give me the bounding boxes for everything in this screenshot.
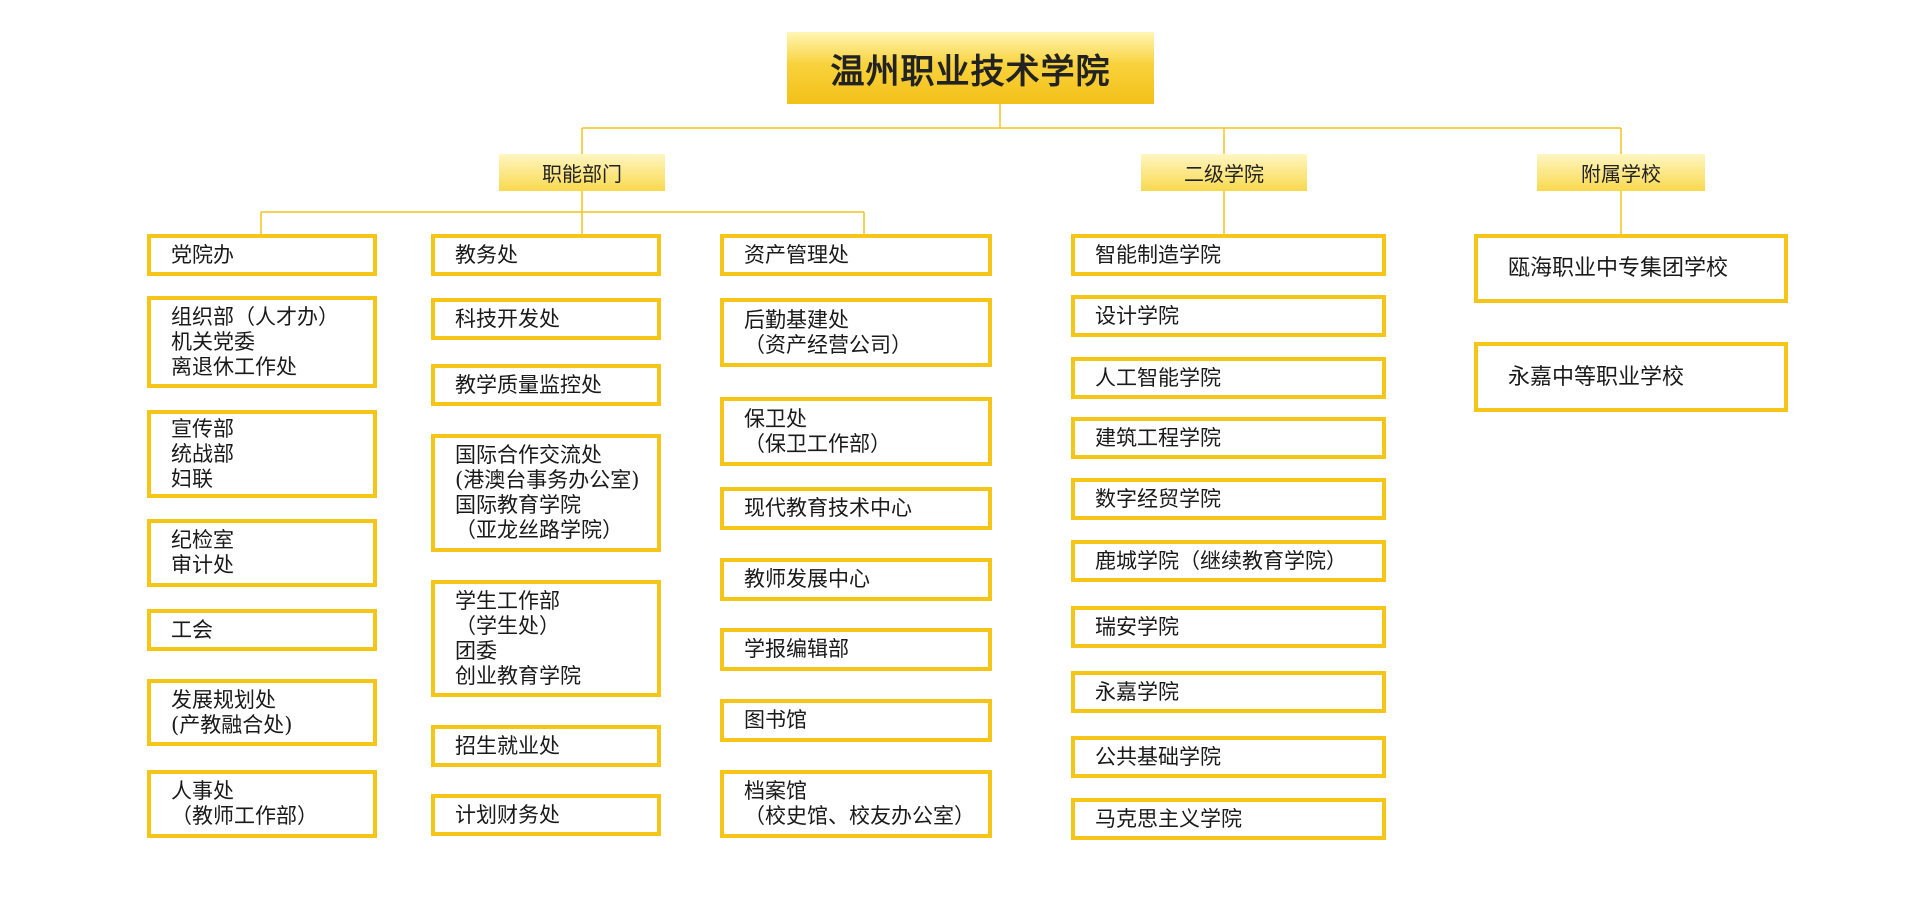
node-functional-col1: 工会 bbox=[147, 609, 377, 651]
node-label: 纪检室 审计处 bbox=[171, 528, 234, 577]
node-label: 宣传部 统战部 妇联 bbox=[171, 416, 234, 491]
node-secondary-college: 永嘉学院 bbox=[1071, 671, 1386, 713]
node-functional-col2: 教务处 bbox=[431, 234, 661, 276]
node-functional-col1: 发展规划处 (产教融合处) bbox=[147, 679, 377, 746]
node-label: 智能制造学院 bbox=[1095, 242, 1221, 267]
node-functional-col3: 保卫处 （保卫工作部） bbox=[720, 397, 992, 466]
node-label: 后勤基建处 （资产经营公司） bbox=[744, 307, 912, 357]
node-functional-col2: 教学质量监控处 bbox=[431, 364, 661, 406]
category-functional-departments: 职能部门 bbox=[499, 154, 665, 191]
node-label: 建筑工程学院 bbox=[1095, 425, 1221, 450]
node-functional-col2: 计划财务处 bbox=[431, 794, 661, 836]
node-label: 科技开发处 bbox=[455, 306, 560, 331]
node-label: 公共基础学院 bbox=[1095, 744, 1221, 769]
node-label: 瓯海职业中专集团学校 bbox=[1508, 256, 1729, 281]
node-label: 工会 bbox=[171, 617, 213, 642]
node-functional-col3: 现代教育技术中心 bbox=[720, 487, 992, 530]
node-functional-col1: 纪检室 审计处 bbox=[147, 519, 377, 587]
node-label: 永嘉学院 bbox=[1095, 679, 1179, 704]
node-functional-col3: 档案馆 （校史馆、校友办公室） bbox=[720, 770, 992, 838]
node-label: 学报编辑部 bbox=[744, 637, 849, 661]
category-secondary-colleges: 二级学院 bbox=[1141, 154, 1307, 191]
node-label: 人工智能学院 bbox=[1095, 365, 1221, 390]
node-functional-col3: 资产管理处 bbox=[720, 234, 992, 276]
node-secondary-college: 建筑工程学院 bbox=[1071, 417, 1386, 459]
node-functional-col2: 招生就业处 bbox=[431, 725, 661, 767]
node-label: 党院办 bbox=[171, 242, 234, 267]
node-label: 马克思主义学院 bbox=[1095, 806, 1242, 831]
node-secondary-college: 设计学院 bbox=[1071, 295, 1386, 337]
node-affiliated-school: 瓯海职业中专集团学校 bbox=[1474, 234, 1788, 303]
node-functional-col2: 科技开发处 bbox=[431, 298, 661, 340]
node-affiliated-school: 永嘉中等职业学校 bbox=[1474, 342, 1788, 412]
node-label: 计划财务处 bbox=[455, 802, 560, 827]
node-label: 教务处 bbox=[455, 242, 518, 267]
node-label: 瑞安学院 bbox=[1095, 614, 1179, 639]
node-secondary-college: 公共基础学院 bbox=[1071, 736, 1386, 778]
node-label: 档案馆 （校史馆、校友办公室） bbox=[744, 779, 975, 828]
node-functional-col1: 组织部（人才办） 机关党委 离退休工作处 bbox=[147, 296, 377, 388]
node-label: 设计学院 bbox=[1095, 303, 1179, 328]
node-functional-col2: 学生工作部 （学生处） 团委 创业教育学院 bbox=[431, 580, 661, 697]
node-label: 国际合作交流处 (港澳台事务办公室) 国际教育学院 （亚龙丝路学院） bbox=[455, 443, 640, 542]
node-label: 发展规划处 (产教融合处) bbox=[171, 687, 293, 737]
node-label: 现代教育技术中心 bbox=[744, 496, 912, 520]
node-label: 数字经贸学院 bbox=[1095, 486, 1221, 511]
node-secondary-college: 智能制造学院 bbox=[1071, 234, 1386, 276]
node-functional-col1: 宣传部 统战部 妇联 bbox=[147, 410, 377, 498]
node-label: 教师发展中心 bbox=[744, 567, 870, 591]
node-label: 永嘉中等职业学校 bbox=[1508, 364, 1685, 390]
node-secondary-college: 鹿城学院（继续教育学院） bbox=[1071, 540, 1386, 582]
node-functional-col3: 教师发展中心 bbox=[720, 558, 992, 601]
node-functional-col3: 图书馆 bbox=[720, 699, 992, 742]
node-functional-col3: 学报编辑部 bbox=[720, 628, 992, 671]
root-node: 温州职业技术学院 bbox=[787, 32, 1154, 104]
node-label: 保卫处 （保卫工作部） bbox=[744, 406, 891, 456]
node-label: 教学质量监控处 bbox=[455, 372, 602, 397]
node-secondary-college: 人工智能学院 bbox=[1071, 357, 1386, 399]
category-affiliated-schools: 附属学校 bbox=[1537, 154, 1705, 191]
node-secondary-college: 瑞安学院 bbox=[1071, 606, 1386, 648]
node-label: 人事处 （教师工作部） bbox=[171, 779, 318, 828]
node-functional-col2: 国际合作交流处 (港澳台事务办公室) 国际教育学院 （亚龙丝路学院） bbox=[431, 434, 661, 552]
node-label: 学生工作部 （学生处） 团委 创业教育学院 bbox=[455, 588, 581, 688]
node-label: 图书馆 bbox=[744, 708, 807, 732]
node-label: 鹿城学院（继续教育学院） bbox=[1095, 548, 1347, 573]
node-functional-col3: 后勤基建处 （资产经营公司） bbox=[720, 298, 992, 367]
node-functional-col1: 人事处 （教师工作部） bbox=[147, 770, 377, 838]
node-label: 招生就业处 bbox=[455, 733, 560, 758]
node-label: 资产管理处 bbox=[744, 242, 849, 267]
node-secondary-college: 马克思主义学院 bbox=[1071, 798, 1386, 840]
node-secondary-college: 数字经贸学院 bbox=[1071, 478, 1386, 520]
node-label: 组织部（人才办） 机关党委 离退休工作处 bbox=[171, 304, 339, 379]
node-functional-col1: 党院办 bbox=[147, 234, 377, 276]
